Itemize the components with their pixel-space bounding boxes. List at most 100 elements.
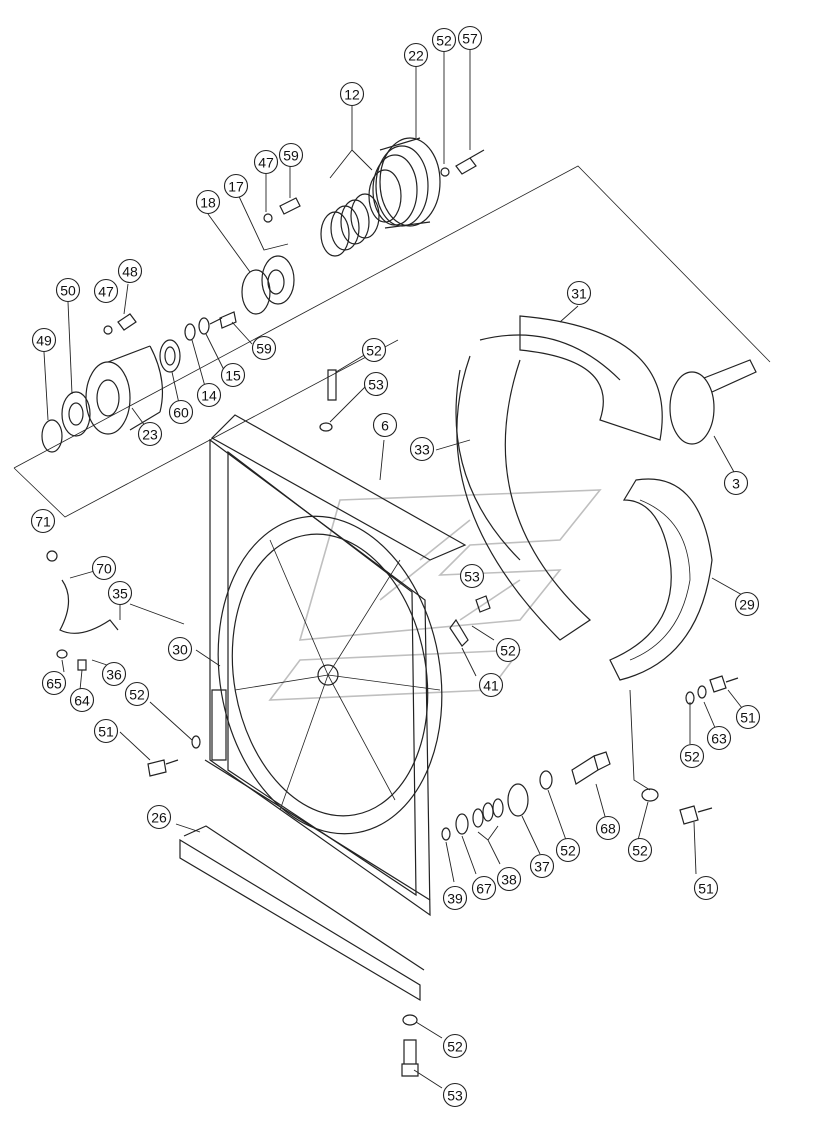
callout-51: 51 — [693, 875, 719, 901]
callout-33: 33 — [409, 436, 435, 462]
callout-label: 17 — [228, 179, 244, 195]
callout-47: 47 — [93, 278, 119, 304]
callout-circle — [124, 681, 150, 707]
subassembly-frame — [13, 165, 771, 518]
callout-52: 52 — [431, 27, 457, 53]
callout-53: 53 — [459, 563, 485, 589]
callout-circle — [496, 866, 522, 892]
callout-52: 52 — [442, 1033, 468, 1059]
callout-circle — [442, 885, 468, 911]
callout-67: 67 — [471, 875, 497, 901]
callout-label: 49 — [36, 333, 52, 349]
callout-52: 52 — [679, 743, 705, 769]
callout-64: 64 — [69, 687, 95, 713]
callout-circle — [278, 142, 304, 168]
callout-38: 38 — [496, 866, 522, 892]
callout-53: 53 — [442, 1082, 468, 1108]
callout-circle — [363, 371, 389, 397]
callout-23: 23 — [137, 421, 163, 447]
callout-circle — [478, 672, 504, 698]
callout-circle — [409, 436, 435, 462]
fan-shroud — [179, 414, 467, 1002]
callout-label: 53 — [464, 569, 480, 585]
callout-label: 64 — [74, 693, 90, 709]
callout-label: 12 — [344, 87, 360, 103]
callout-label: 51 — [740, 710, 756, 726]
callout-41: 41 — [478, 672, 504, 698]
callout-label: 52 — [560, 843, 576, 859]
callout-circle — [361, 337, 387, 363]
callout-label: 63 — [711, 731, 727, 747]
callout-65: 65 — [41, 670, 67, 696]
callout-label: 52 — [436, 33, 452, 49]
callout-label: 51 — [698, 881, 714, 897]
callout-label: 52 — [632, 843, 648, 859]
callout-circle — [117, 258, 143, 284]
callout-circle — [167, 636, 193, 662]
callout-circle — [471, 875, 497, 901]
callout-22: 22 — [403, 42, 429, 68]
callout-circle — [69, 687, 95, 713]
callout-circle — [679, 743, 705, 769]
callout-circle — [137, 421, 163, 447]
callout-15: 15 — [220, 362, 246, 388]
callout-label: 59 — [256, 341, 272, 357]
callout-circle — [735, 704, 761, 730]
callout-31: 31 — [566, 280, 592, 306]
callout-36: 36 — [101, 661, 127, 687]
fan-guards — [455, 315, 713, 681]
callout-label: 26 — [151, 810, 167, 826]
callout-label: 33 — [414, 442, 430, 458]
callout-circle — [30, 508, 56, 534]
callout-label: 68 — [600, 821, 616, 837]
callout-37: 37 — [529, 853, 555, 879]
callout-label: 6 — [381, 418, 389, 434]
callout-label: 52 — [366, 343, 382, 359]
callout-circle — [403, 42, 429, 68]
callout-circle — [41, 670, 67, 696]
callout-label: 47 — [98, 284, 114, 300]
callout-label: 50 — [60, 283, 76, 299]
callout-label: 65 — [46, 676, 62, 692]
callout-circle — [253, 149, 279, 175]
callout-circle — [195, 189, 221, 215]
callout-circle — [595, 815, 621, 841]
callout-68: 68 — [595, 815, 621, 841]
callout-12: 12 — [339, 81, 365, 107]
callout-60: 60 — [168, 399, 194, 425]
callout-label: 53 — [368, 377, 384, 393]
callout-label: 67 — [476, 881, 492, 897]
callout-70: 70 — [91, 555, 117, 581]
watermark-logo — [268, 489, 602, 701]
callout-label: 70 — [96, 561, 112, 577]
callout-circle — [459, 563, 485, 589]
callout-52: 52 — [361, 337, 387, 363]
callout-label: 53 — [447, 1088, 463, 1104]
callout-circle — [101, 661, 127, 687]
callout-label: 71 — [35, 514, 51, 530]
callout-circle — [627, 837, 653, 863]
callout-52: 52 — [555, 837, 581, 863]
callout-circle — [339, 81, 365, 107]
callout-6: 6 — [372, 412, 398, 438]
callout-51: 51 — [735, 704, 761, 730]
callout-63: 63 — [706, 725, 732, 751]
callout-circle — [107, 580, 133, 606]
callout-circle — [91, 555, 117, 581]
callout-label: 29 — [739, 597, 755, 613]
callout-57: 57 — [457, 25, 483, 51]
callout-50: 50 — [55, 277, 81, 303]
callout-label: 59 — [283, 148, 299, 164]
callout-52: 52 — [124, 681, 150, 707]
callout-label: 18 — [200, 195, 216, 211]
callout-circle — [442, 1082, 468, 1108]
callout-label: 39 — [447, 891, 463, 907]
callout-circle — [168, 399, 194, 425]
callout-circle — [495, 637, 521, 663]
callout-label: 31 — [571, 286, 587, 302]
fasteners — [46, 369, 739, 1077]
callout-47: 47 — [253, 149, 279, 175]
callout-label: 3 — [732, 476, 740, 492]
